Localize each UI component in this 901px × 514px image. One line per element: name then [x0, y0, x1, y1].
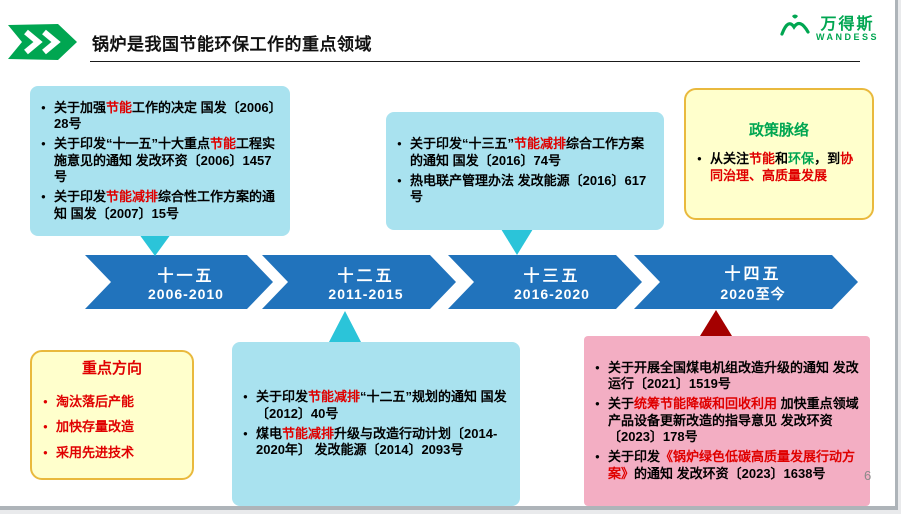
callout-12th-policies: 关于印发节能减排“十二五”规划的通知 国发〔2012〕40号 煤电节能减排升级与…: [232, 342, 520, 506]
timeline-era-range: 2011-2015: [328, 286, 404, 302]
callout-14th-policies: 关于开展全国煤电机组改造升级的通知 发改运行〔2021〕1519号 关于统筹节能…: [584, 336, 870, 506]
callout-13th-policies: 关于印发“十三五”节能减排综合工作方案的通知 国发〔2016〕74号 热电联产管…: [386, 112, 664, 230]
policy-item: 煤电节能减排升级与改造行动计划〔2014-2020年〕 发改能源〔2014〕20…: [243, 426, 509, 459]
direction-item: 采用先进技术: [43, 445, 181, 462]
connector-triangle-up-14th: [700, 310, 732, 336]
policy-item: 关于统筹节能降碳和回收利用 加快重点领域产品设备更新改造的指导意见 发改环资〔2…: [595, 396, 859, 446]
timeline-arrow-12th: 十二五 2011-2015: [262, 255, 456, 309]
key-directions-title: 重点方向: [81, 360, 142, 378]
timeline-era-range: 2020至今: [720, 286, 786, 302]
timeline-era-label: 十四五: [724, 266, 782, 283]
policy-item: 关于印发节能减排综合性工作方案的通知 国发〔2007〕15号: [41, 189, 279, 222]
connector-triangle-down-13th: [501, 229, 533, 255]
policy-item: 从关注节能和环保，到协同治理、高质量发展: [697, 151, 861, 184]
timeline-era-label: 十三五: [523, 268, 581, 285]
timeline-era-range: 2016-2020: [514, 286, 590, 302]
connector-triangle-down-11th: [139, 234, 171, 256]
policy-item: 热电联产管理办法 发改能源〔2016〕617号: [397, 173, 653, 206]
callout-policy-context: 政策脉络 从关注节能和环保，到协同治理、高质量发展: [684, 88, 874, 220]
logo-subtitle: WANDESS: [815, 32, 879, 43]
timeline-arrow-13th: 十三五 2016-2020: [448, 255, 642, 309]
callout-key-directions: 重点方向 淘汰落后产能 加快存量改造 采用先进技术: [30, 350, 194, 480]
fast-forward-icon: [8, 24, 78, 60]
title-underline: [90, 61, 860, 62]
timeline-arrow-14th: 十四五 2020至今: [634, 255, 858, 309]
connector-triangle-up-12th: [329, 311, 361, 342]
callout-11th-policies: 关于加强节能工作的决定 国发〔2006〕28号 关于印发“十一五”十大重点节能工…: [30, 86, 290, 236]
wandess-logo: 万得斯 WANDESS: [779, 12, 879, 47]
policy-item: 关于印发“十三五”节能减排综合工作方案的通知 国发〔2016〕74号: [397, 136, 653, 169]
direction-item: 淘汰落后产能: [43, 394, 181, 411]
policy-context-title: 政策脉络: [748, 121, 809, 139]
wandess-leaf-icon: [779, 12, 811, 47]
policy-item: 关于加强节能工作的决定 国发〔2006〕28号: [41, 100, 279, 133]
policy-item: 关于印发节能减排“十二五”规划的通知 国发〔2012〕40号: [243, 389, 509, 422]
policy-item: 关于开展全国煤电机组改造升级的通知 发改运行〔2021〕1519号: [595, 360, 859, 393]
policy-item: 关于印发“十一五”十大重点节能工程实施意见的通知 发改环资〔2006〕1457号: [41, 136, 279, 186]
page-number: 6: [864, 468, 872, 483]
policy-item: 关于印发《锅炉绿色低碳高质量发展行动方案》的通知 发改环资〔2023〕1638号: [595, 449, 859, 482]
timeline-era-label: 十一五: [157, 268, 215, 285]
timeline-arrow-11th: 十一五 2006-2010: [85, 255, 273, 309]
page-title: 锅炉是我国节能环保工作的重点领域: [92, 35, 372, 54]
timeline-era-range: 2006-2010: [148, 286, 224, 302]
direction-item: 加快存量改造: [43, 419, 181, 436]
timeline-era-label: 十二五: [337, 268, 395, 285]
logo-name: 万得斯: [820, 15, 875, 33]
